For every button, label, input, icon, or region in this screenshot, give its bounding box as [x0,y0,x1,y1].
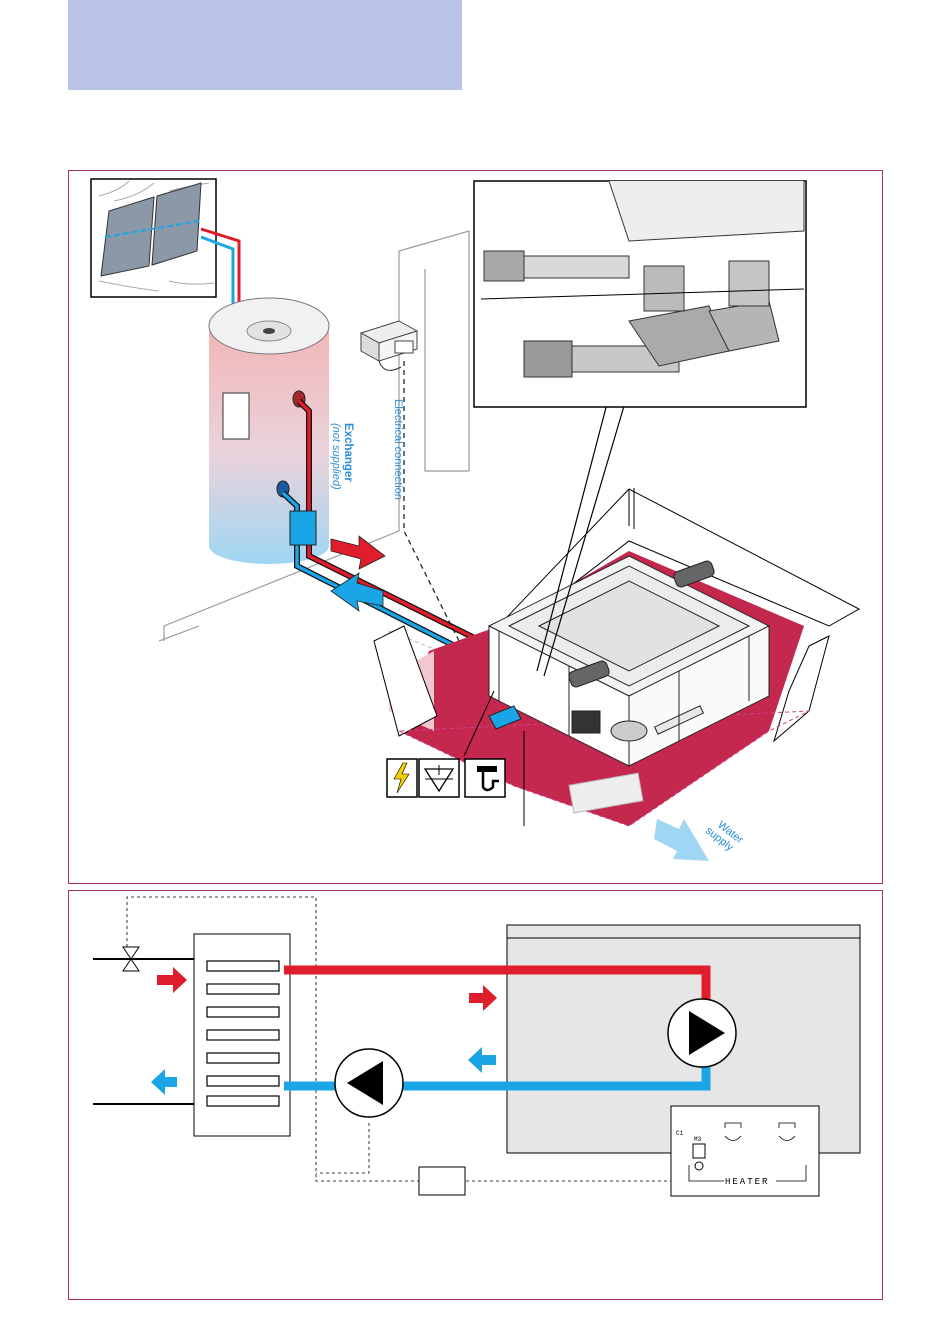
cold-out-arrow [151,1069,177,1095]
pump-arrow-icon [668,999,736,1067]
m3-label: M3 [694,1136,702,1143]
hydraulic-schematic: C1 M3 HEATER [69,891,884,1301]
return-pump-icon [335,1049,403,1117]
valve-triangle-icon [419,759,459,797]
c1-label: C1 [676,1130,684,1137]
heater-panel: C1 M3 HEATER [671,1106,819,1196]
pipe-detail-inset [474,181,806,407]
solar-panel-icon [91,179,216,297]
header-band [68,0,462,90]
exchanger-note: (not supplied) [330,423,342,490]
electric-bolt-icon [387,759,417,797]
controller-box [419,1167,465,1195]
heater-label: HEATER [725,1177,769,1187]
hot-in-arrow [157,967,187,993]
wall-controller [361,321,417,370]
installation-illustration-panel: Exchanger (not supplied) Electrical conn… [68,170,883,884]
installation-illustration: Exchanger (not supplied) Electrical conn… [69,171,884,885]
exchanger-label: Exchanger (not supplied) [330,423,354,490]
exchanger-title: Exchanger [342,423,354,482]
heat-exchanger [194,934,290,1136]
drain-trap-icon [465,759,505,797]
hydraulic-schematic-panel: C1 M3 HEATER [68,890,883,1300]
water-supply-label: Water supply [703,815,746,856]
electrical-connection-label: Electrical connection [392,399,404,500]
spa-hot-arrow [469,985,497,1011]
spa-cold-arrow [468,1047,496,1073]
